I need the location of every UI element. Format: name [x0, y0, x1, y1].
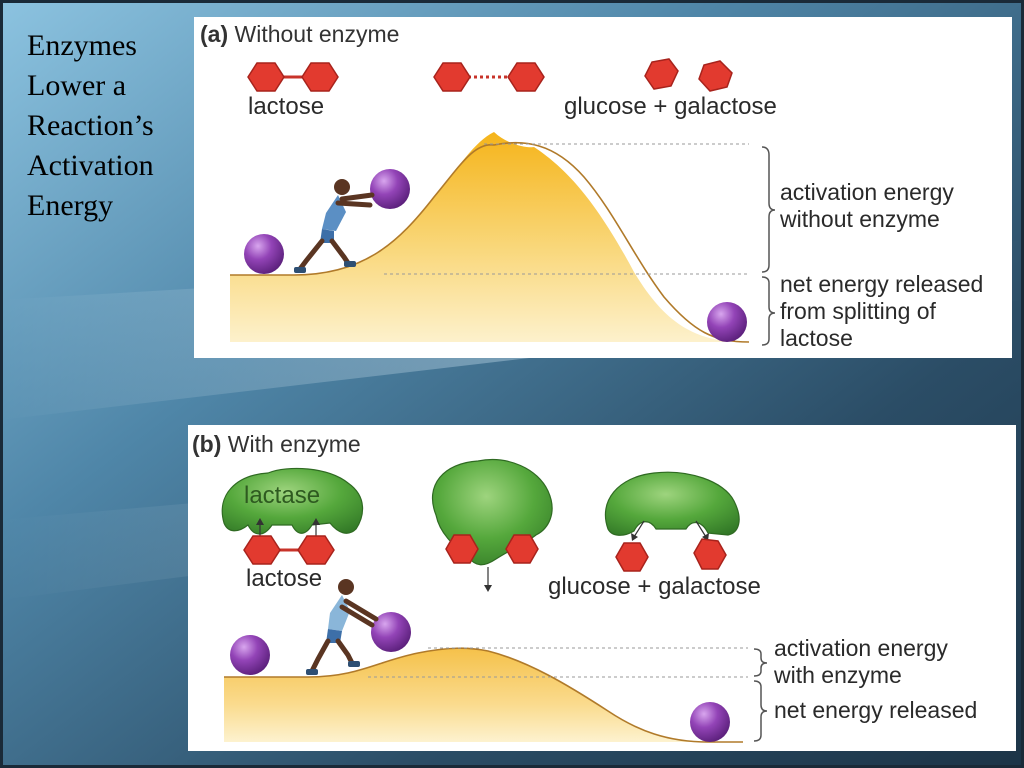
activation-label-line-1: activation energy	[774, 635, 948, 661]
person-pushing-icon	[306, 579, 379, 675]
panel-a-diagram	[230, 58, 776, 346]
title-line-3: Reaction’s	[27, 109, 154, 142]
galactose-molecule-icon	[698, 60, 733, 92]
net-energy-label: net energy released from splitting of la…	[780, 271, 983, 352]
reactant-ball-icon	[230, 635, 270, 675]
bound-glucose-icon	[445, 534, 479, 564]
pushed-ball-icon	[371, 612, 411, 652]
panel-with-enzyme: (b) With enzyme lactase lactose glucose …	[188, 425, 1016, 751]
panel-a-tag: (a)	[200, 21, 229, 47]
lactose-molecule-icon	[243, 535, 335, 565]
panel-b-heading: (b) With enzyme	[192, 430, 361, 458]
activation-brace-icon	[761, 146, 776, 273]
panel-b-title: With enzyme	[227, 431, 361, 457]
glucose-molecule-icon	[644, 58, 679, 90]
panel-a-heading: (a) Without enzyme	[200, 20, 399, 48]
pushed-ball-icon	[370, 169, 410, 209]
energy-hill-without-enzyme	[230, 132, 744, 342]
breaking-lactose-molecule-icon	[433, 62, 545, 92]
activation-label-line-2: with enzyme	[774, 662, 902, 688]
person-pushing-icon	[294, 179, 375, 273]
products-label: glucose + galactose	[548, 573, 761, 600]
net-energy-label: net energy released	[774, 697, 977, 724]
activation-energy-label: activation energy without enzyme	[780, 179, 954, 233]
released-enzyme-icon	[604, 471, 740, 536]
activation-brace-icon	[753, 648, 768, 677]
title-line-5: Energy	[27, 189, 114, 222]
lactose-molecule-icon	[247, 62, 339, 92]
panel-without-enzyme: (a) Without enzyme lactose glucose + gal…	[194, 17, 1012, 358]
net-label-line-2: from splitting of	[780, 298, 936, 324]
activation-energy-label: activation energy with enzyme	[774, 635, 948, 689]
title-line-1: Enzymes	[27, 29, 137, 62]
activation-label-line-2: without enzyme	[780, 206, 940, 232]
title-line-2: Lower a	[27, 69, 127, 102]
lactose-label: lactose	[246, 565, 323, 592]
reactant-ball-icon	[244, 234, 284, 274]
net-energy-brace-icon	[753, 680, 768, 742]
lactose-label: lactose	[248, 93, 325, 120]
product-ball-icon	[690, 702, 730, 742]
bound-galactose-icon	[505, 534, 539, 564]
slide-title: Enzymes Lower a Reaction’s Activation En…	[27, 26, 192, 226]
net-label-line-1: net energy released	[780, 271, 984, 297]
glucose-molecule-icon	[615, 542, 649, 572]
energy-hill-with-enzyme	[224, 648, 708, 742]
lactase-label: lactase	[244, 482, 321, 509]
panel-b-tag: (b)	[192, 431, 222, 457]
net-label-line-3: lactose	[780, 325, 853, 351]
galactose-molecule-icon	[693, 538, 727, 570]
product-ball-icon	[707, 302, 747, 342]
products-label: glucose + galactose	[564, 93, 777, 120]
net-label-line-1: net energy released	[774, 697, 978, 723]
title-line-4: Activation	[27, 149, 154, 182]
panel-a-title: Without enzyme	[234, 21, 400, 47]
panel-b-diagram	[221, 459, 768, 743]
lactase-enzyme-icon	[221, 467, 364, 535]
net-energy-brace-icon	[761, 276, 776, 346]
activation-label-line-1: activation energy	[780, 179, 954, 205]
